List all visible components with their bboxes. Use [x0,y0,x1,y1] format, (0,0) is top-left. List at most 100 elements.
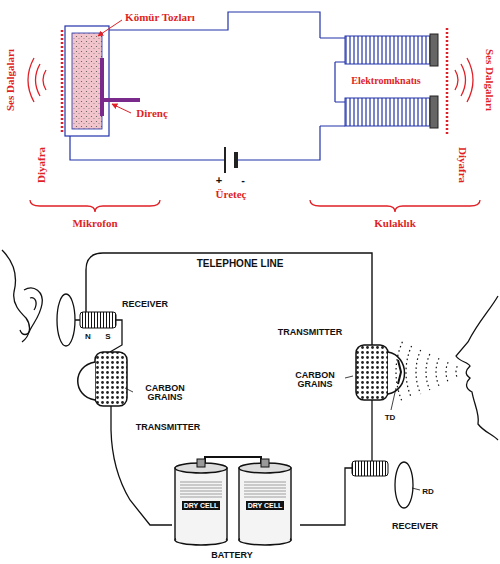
leader-line [125,388,133,392]
cell-outline [244,482,286,483]
telephone-line [86,253,372,345]
label: N [85,333,91,341]
leader-line [412,488,420,490]
cell-outline [180,482,222,483]
leader-line [391,388,396,410]
sound-waves [416,350,421,394]
resistor-rod [102,98,140,102]
sound-waves [467,58,473,102]
dry-cell: DRY CELL [238,458,292,546]
head-outline [30,298,36,310]
telephone-line [86,253,372,345]
cell-label: DRY CELL [182,501,221,510]
diaphragm [61,30,64,132]
electromagnet-coil [345,36,430,64]
sound-waves [426,354,430,390]
cell-outline [240,534,290,539]
label: RECEIVER [122,300,168,309]
dry-cell: DRY CELL [174,458,228,546]
receiver-magnet-coil [80,312,116,328]
cell-outline [175,535,227,545]
cell-outline [244,488,286,489]
sound-waves [406,346,412,398]
cell-outline [261,459,269,467]
label: BATTERY [211,551,253,560]
cell-outline [244,497,286,498]
wire [371,400,372,461]
label: Üreteç [216,189,247,201]
wire [300,468,352,525]
sound-waves [396,342,402,402]
sound-waves [461,64,466,96]
battery-symbol [234,152,238,168]
head-outline [2,250,498,440]
label: TRANSMITTER [136,423,201,432]
earphone [320,28,447,134]
label: Direnç [136,108,168,120]
cell-outline [180,491,222,492]
wire [236,126,320,160]
bracket [310,200,480,212]
sound-waves [43,70,46,90]
bracket [30,200,480,212]
wire [109,12,320,38]
label: Diyafra [456,147,468,183]
diaphragm [446,28,449,134]
cell-outline [180,485,222,486]
cell-strap [205,457,261,463]
carbon-chamber [356,345,388,400]
wire [70,136,225,160]
wire [70,12,320,160]
sound-waves [36,64,41,96]
label: CARBON GRAINS [286,371,344,390]
cell-outline [244,491,286,492]
right-receiver [300,461,420,525]
sound-waves [446,362,448,382]
receiver-magnet-coil [352,461,388,476]
pole-piece [430,96,438,128]
pole-piece [430,34,438,66]
microphone-case [65,26,109,136]
mouthpiece [78,362,95,400]
cell-outline [244,494,286,495]
label: Diyafra [36,147,48,183]
cell-label: DRY CELL [246,501,285,510]
label: TD [385,414,396,422]
label: RD [422,488,434,496]
receiver-diaphragm [57,294,75,346]
label: - [241,175,245,187]
cell-outline [239,468,291,540]
sound-waves [396,342,457,402]
wire [75,320,122,352]
cell-outline [180,488,222,489]
label: Mikrofon [72,218,117,230]
sound-waves [455,70,458,90]
sound-waves [28,58,34,102]
transmitter-diaphragm [398,360,401,384]
label: TELEPHONE LINE [197,259,284,270]
cell-outline [197,459,205,467]
label: Kömür Tozları [125,12,195,24]
label: Ses Dalgaları [5,49,17,111]
leader-line [98,20,122,36]
battery-symbol [225,147,236,173]
label: Ses Dalgaları [483,49,495,111]
head-outline [2,250,29,342]
sound-waves [28,58,473,102]
left-receiver [57,294,122,352]
leader-line [112,104,131,113]
label: RECEIVER [392,522,438,531]
microphone [62,20,140,136]
right-transmitter [345,345,405,461]
cell-outline [175,468,227,540]
cell-outline [244,485,286,486]
cell-outline [176,534,226,539]
label: Kulaklık [374,218,416,230]
label: CARBON GRAINS [135,384,195,403]
ear [20,288,42,335]
carbon-powder [72,33,102,129]
earphone [335,62,345,102]
sound-waves [436,358,439,386]
label: S [105,333,110,341]
